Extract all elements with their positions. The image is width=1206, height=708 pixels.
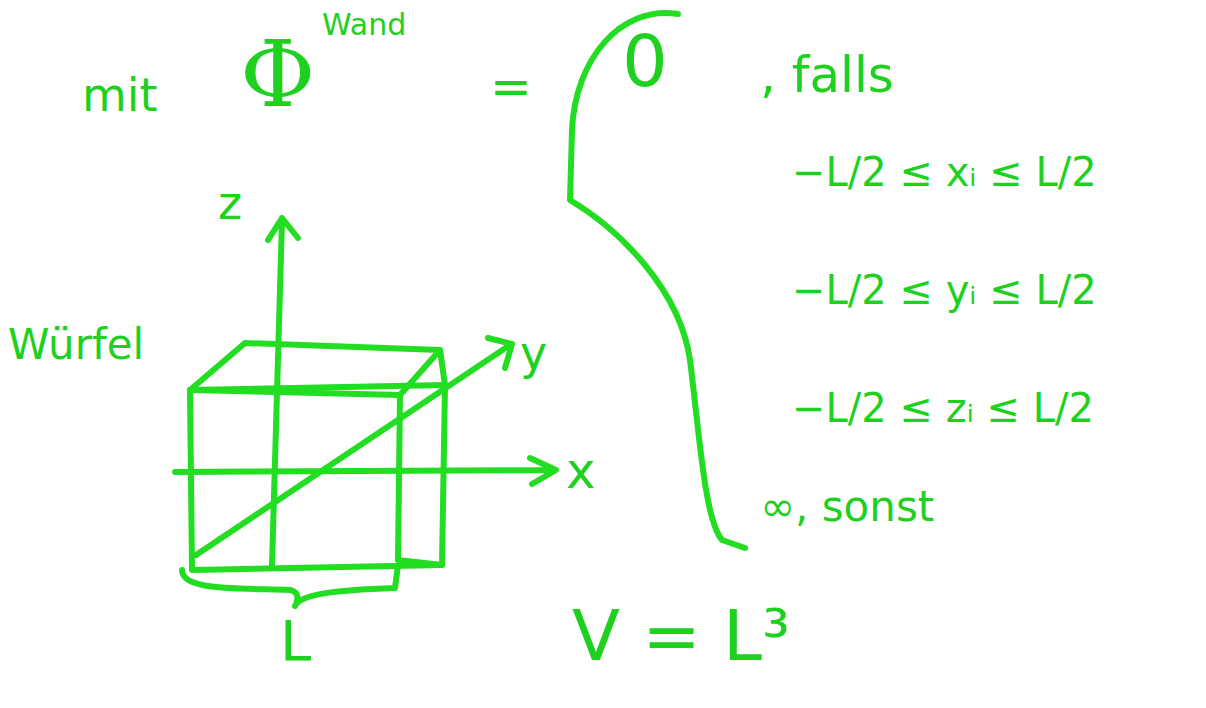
axis-label: y <box>520 328 547 379</box>
formula-label: V = L³ <box>572 598 790 675</box>
y-axis <box>196 338 512 555</box>
equals-sign: = <box>490 60 532 115</box>
case-value: ∞, sonst <box>760 484 934 530</box>
phi-symbol: Φ <box>240 24 315 125</box>
case-value: 0 <box>622 22 668 101</box>
condition-inequality: −L/2 ≤ yᵢ ≤ L/2 <box>792 268 1097 312</box>
condition-inequality: −L/2 ≤ zᵢ ≤ L/2 <box>792 386 1094 430</box>
x-axis <box>175 458 556 484</box>
case-brace <box>570 13 745 548</box>
dimension-label: L <box>280 610 311 672</box>
word-label: mit <box>82 70 158 121</box>
condition-label: , falls <box>760 48 894 103</box>
superscript-label: Wand <box>322 8 406 41</box>
axis-label: z <box>218 178 242 229</box>
length-bracket <box>182 565 398 606</box>
condition-inequality: −L/2 ≤ xᵢ ≤ L/2 <box>792 150 1097 194</box>
figure-label: Würfel <box>8 322 144 368</box>
z-axis <box>268 218 298 565</box>
axis-label: x <box>566 444 596 499</box>
